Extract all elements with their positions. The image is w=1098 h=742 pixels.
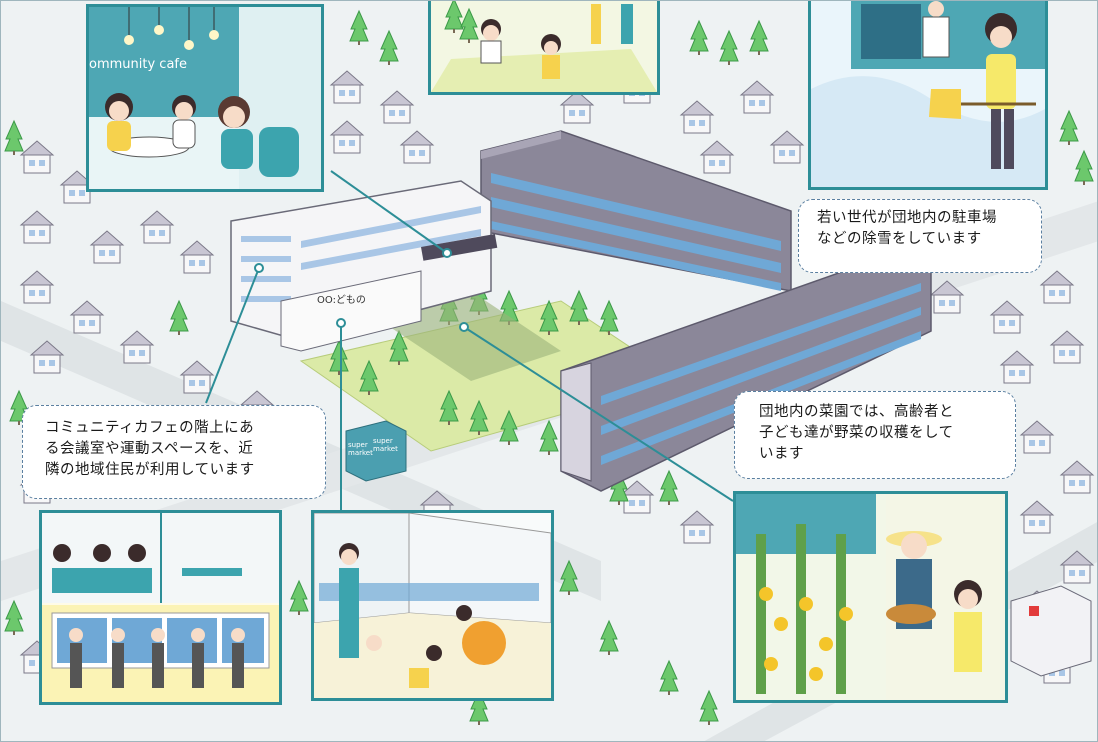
callout-cafe-text: コミュニティカフェの階上にあ る会議室や運動スペースを、近 隣の地域住民が利用し… bbox=[45, 420, 255, 478]
cafe-scene bbox=[89, 7, 321, 189]
panel-snow-removal bbox=[808, 1, 1048, 190]
callout-vegetable-garden: 団地内の菜園では、高齢者と 子ども達が野菜の収穫をして います bbox=[734, 391, 1016, 479]
callout-community-cafe: コミュニティカフェの階上にあ る会議室や運動スペースを、近 隣の地域住民が利用し… bbox=[22, 405, 326, 499]
panel-playground bbox=[428, 1, 660, 95]
building-sign: OO:どもの bbox=[317, 295, 366, 306]
garden-scene bbox=[736, 494, 1005, 700]
panel-vegetable-garden bbox=[733, 491, 1008, 703]
supermarket-sign-2: super market bbox=[373, 437, 398, 453]
callout-snow-removal: 若い世代が団地内の駐車場 などの除雪をしています bbox=[798, 199, 1042, 273]
callout-garden-text: 団地内の菜園では、高齢者と 子ども達が野菜の収穫をして います bbox=[759, 404, 954, 462]
callout-snow-text: 若い世代が団地内の駐車場 などの除雪をしています bbox=[817, 210, 997, 247]
indoor-scene bbox=[42, 513, 279, 702]
snow-scene bbox=[811, 1, 1045, 187]
supermarket-sign-1: super market bbox=[348, 441, 373, 457]
playground-scene bbox=[431, 1, 657, 92]
kids-scene bbox=[314, 513, 551, 698]
panel-indoor-activities bbox=[39, 510, 282, 705]
cafe-sign: ommunity cafe bbox=[89, 57, 187, 72]
panel-kids-play bbox=[311, 510, 554, 701]
panel-community-cafe: ommunity cafe bbox=[86, 4, 324, 192]
